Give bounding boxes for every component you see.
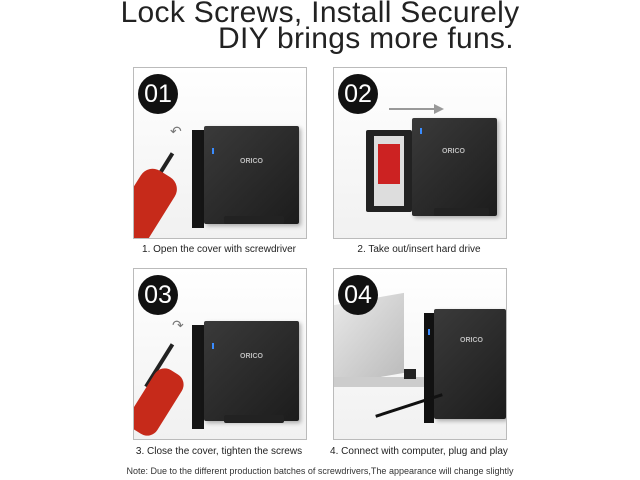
enclosure-side bbox=[424, 313, 434, 423]
step-4-image: ORICO 04 bbox=[333, 268, 507, 440]
enclosure-side bbox=[192, 325, 204, 429]
stand bbox=[434, 208, 489, 216]
brand-logo: ORICO bbox=[240, 353, 263, 360]
usb-plug bbox=[404, 369, 416, 379]
rotate-arrow-icon: ↶ bbox=[170, 123, 182, 139]
step-1-image: ORICO ↶ 01 bbox=[133, 67, 307, 239]
step-caption: 3. Close the cover, tighten the screws bbox=[135, 446, 303, 457]
step-caption: 4. Connect with computer, plug and play bbox=[330, 446, 508, 457]
step-number: 04 bbox=[338, 275, 378, 315]
subheadline: DIY brings more funs. bbox=[218, 22, 514, 55]
slide-arrow-icon bbox=[389, 108, 439, 110]
hdd-enclosure: ORICO bbox=[204, 126, 299, 224]
headline: Lock Screws, Install Securely bbox=[120, 0, 520, 29]
step-3-image: ORICO ↷ 03 bbox=[133, 268, 307, 440]
led-indicator bbox=[428, 329, 430, 335]
stand bbox=[224, 216, 284, 224]
screwdriver-handle bbox=[134, 163, 183, 238]
step-caption: 1. Open the cover with screwdriver bbox=[142, 244, 296, 255]
brand-logo: ORICO bbox=[240, 158, 263, 165]
enclosure-side bbox=[192, 130, 204, 228]
disclaimer-note: Note: Due to the different production ba… bbox=[126, 466, 514, 476]
led-indicator bbox=[212, 343, 214, 349]
brand-logo: ORICO bbox=[460, 337, 483, 344]
rotate-arrow-icon: ↷ bbox=[172, 317, 184, 333]
step-number: 03 bbox=[138, 275, 178, 315]
step-caption: 2. Take out/insert hard drive bbox=[357, 244, 481, 255]
hdd-enclosure: ORICO bbox=[412, 118, 497, 216]
laptop-base bbox=[334, 377, 429, 387]
led-indicator bbox=[212, 148, 214, 154]
stand bbox=[224, 415, 284, 423]
led-indicator bbox=[420, 128, 422, 134]
step-number: 01 bbox=[138, 74, 178, 114]
hard-drive-tray bbox=[366, 130, 412, 212]
hdd-enclosure: ORICO bbox=[434, 309, 506, 419]
step-number: 02 bbox=[338, 74, 378, 114]
arrow-head-icon bbox=[434, 104, 444, 114]
brand-logo: ORICO bbox=[442, 148, 465, 155]
hdd-enclosure: ORICO bbox=[204, 321, 299, 421]
step-2-image: ORICO 02 bbox=[333, 67, 507, 239]
